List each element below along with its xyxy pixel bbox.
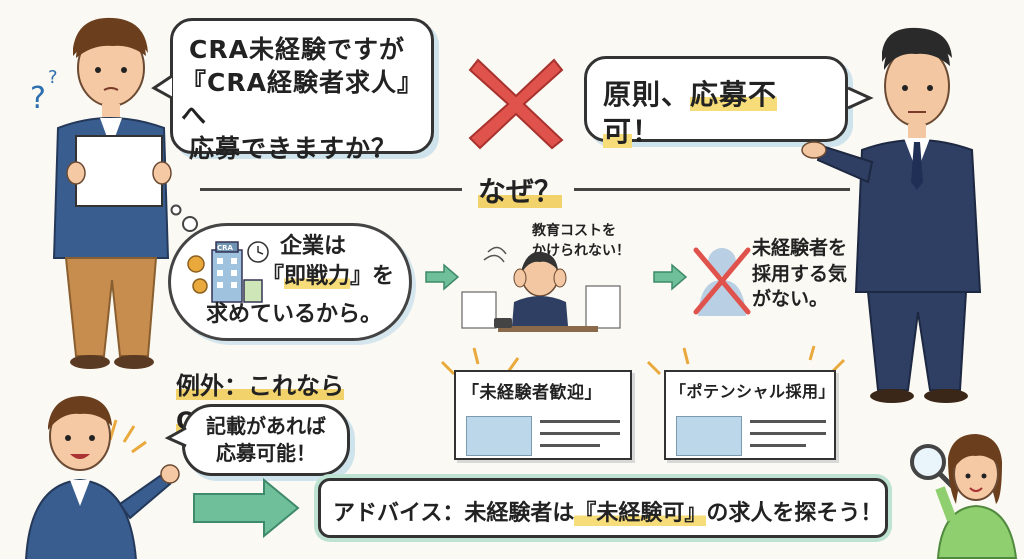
job-post-image-placeholder <box>466 416 532 456</box>
advice-banner: アドバイス：未経験者は『未経験可』の求人を探そう！ <box>318 478 888 538</box>
immediate-force-highlight: 即戦力 <box>284 263 351 289</box>
job-post-title: 「未経験者歓迎」 <box>462 383 602 403</box>
no-hire-caption: 未経験者を 採用する気 がない。 <box>752 236 862 313</box>
job-post-card: 「ポテンシャル採用」 <box>664 370 836 460</box>
question-bubble-tail <box>151 74 173 100</box>
thought-bubble-dots <box>170 204 198 232</box>
divider-line-right <box>574 188 850 191</box>
advice-suffix: の求人を探そう！ <box>706 501 883 526</box>
stress-caption-line-1: 教育コストを <box>532 223 616 239</box>
job-post-title: 「ポテンシャル採用」 <box>670 382 836 401</box>
arrow-right-icon-2 <box>653 263 688 291</box>
magnifier-icon <box>910 444 946 480</box>
big-arrow-icon <box>193 477 300 539</box>
stress-caption-line-2: かけられない！ <box>532 242 630 259</box>
answer-bubble-tail <box>847 86 874 110</box>
exception-line-1: 記載があれば <box>206 414 326 438</box>
stress-caption: 教育コストを かけられない！ <box>532 222 642 261</box>
sparkle-lines <box>440 345 846 376</box>
thought-bubble <box>168 223 412 341</box>
answer-prefix: 原則、 <box>603 78 691 111</box>
red-cross-icon <box>468 58 564 150</box>
job-post-image-placeholder <box>676 416 742 456</box>
pointing-man-illustration <box>25 396 180 559</box>
advice-highlight: 『未経験可』 <box>574 501 707 526</box>
answer-bubble: 原則、応募不可！ <box>584 56 848 148</box>
thought-line-2: 『即戦力』を <box>262 263 395 289</box>
confused-man-illustration: ? ? <box>30 17 172 369</box>
question-bubble: CRA未経験ですが 『CRA経験者求人』へ 応募できますか？ <box>170 18 434 163</box>
company-building-icon: CRA <box>187 241 269 303</box>
woman-with-magnifier-illustration <box>910 434 1018 559</box>
exception-line-2: 応募可能！ <box>216 441 316 465</box>
businessman-illustration <box>801 27 982 403</box>
thought-line-1: 企業は <box>280 234 347 259</box>
why-label-text: なぜ？ <box>477 175 562 208</box>
building-sign: CRA <box>217 244 234 252</box>
gear-icon <box>187 255 205 273</box>
question-line-2: 『CRA経験者求人』へ <box>181 68 411 130</box>
thought-line-3: 求めているから。 <box>206 302 383 327</box>
no-hire-caption-line-2: 採用する気 <box>752 262 848 285</box>
svg-text:?: ? <box>48 67 58 88</box>
no-hire-caption-line-3: がない。 <box>752 288 829 311</box>
exception-bubble-tail <box>164 426 187 448</box>
divider-line-left <box>200 188 462 191</box>
arrow-right-icon <box>425 263 460 291</box>
no-hire-caption-line-1: 未経験者を <box>752 237 848 259</box>
why-label: なぜ？ <box>468 170 572 210</box>
answer-suffix: ！ <box>632 114 662 148</box>
job-post-card: 「未経験者歓迎」 <box>454 370 632 460</box>
advice-prefix: アドバイス：未経験者は <box>333 501 575 526</box>
no-hire-figure-icon <box>693 247 751 316</box>
exception-bubble: 記載があれば 応募可能！ <box>182 404 350 476</box>
thought-text: 企業は 『即戦力』を <box>262 232 410 291</box>
question-line-1: CRA未経験ですが <box>189 35 405 64</box>
stressed-worker-illustration <box>461 246 621 332</box>
question-line-3: 応募できますか？ <box>189 134 398 163</box>
question-mark-icon: ? <box>30 81 46 116</box>
